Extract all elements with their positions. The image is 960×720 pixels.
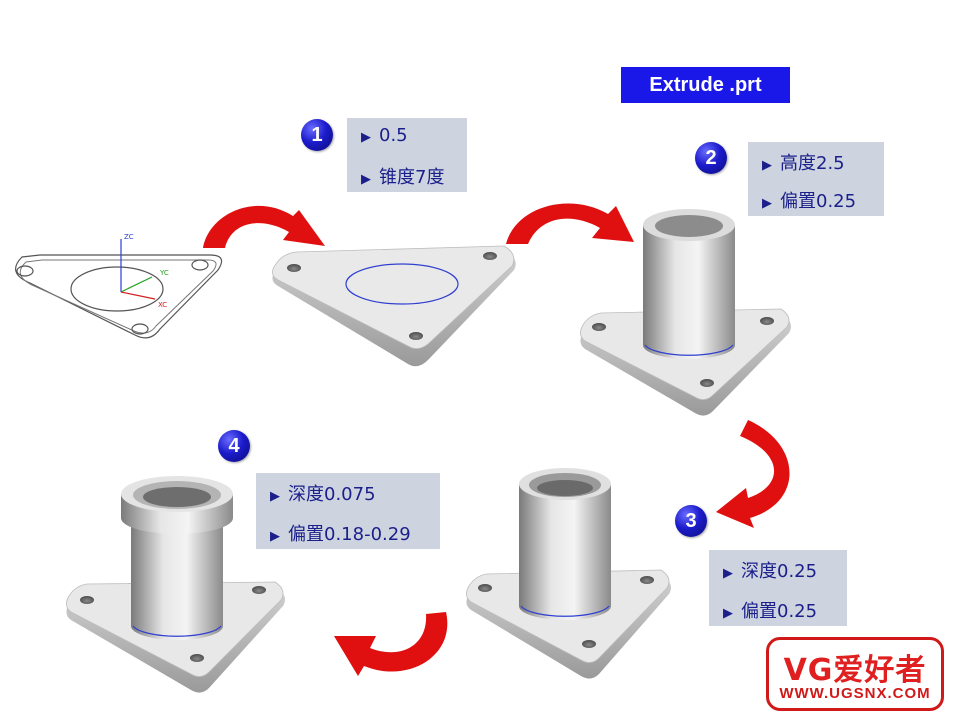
axis-y-label: YC bbox=[159, 269, 169, 277]
vg-logo: VG爱好者 WWW.UGSNX.COM bbox=[766, 637, 944, 711]
arrow-sketch-to-step1 bbox=[203, 205, 325, 248]
step-2-badge: 2 bbox=[695, 142, 727, 174]
step-4-solid bbox=[66, 476, 285, 693]
bullet-triangle-icon: ▶ bbox=[361, 130, 371, 145]
step-3-params: ▶深度0.25 ▶偏置0.25 bbox=[709, 550, 847, 626]
step-1-params: ▶0.5 ▶锥度7度 bbox=[347, 118, 467, 192]
step-1-solid bbox=[272, 245, 516, 367]
step-1-badge: 1 bbox=[301, 119, 333, 151]
bullet-triangle-icon: ▶ bbox=[270, 489, 280, 504]
step-2-param-1: ▶高度2.5 bbox=[762, 153, 845, 174]
step-2-params: ▶高度2.5 ▶偏置0.25 bbox=[748, 142, 884, 216]
logo-url: WWW.UGSNX.COM bbox=[779, 685, 931, 702]
logo-title: VG爱好者 bbox=[783, 653, 927, 688]
step-3-badge: 3 bbox=[675, 505, 707, 537]
step-4-param-1: ▶深度0.075 bbox=[270, 484, 376, 505]
step-2-param-2: ▶偏置0.25 bbox=[762, 191, 857, 212]
bullet-triangle-icon: ▶ bbox=[270, 529, 280, 544]
bullet-triangle-icon: ▶ bbox=[361, 172, 371, 187]
bullet-triangle-icon: ▶ bbox=[723, 606, 733, 621]
step-3-param-1: ▶深度0.25 bbox=[723, 561, 818, 582]
axis-z-label: ZC bbox=[124, 233, 134, 241]
step-4-badge: 4 bbox=[218, 430, 250, 462]
sketch-profile: ZC YC XC bbox=[15, 233, 223, 339]
arrow-step2-to-step3 bbox=[716, 420, 790, 528]
bullet-triangle-icon: ▶ bbox=[723, 566, 733, 581]
bullet-triangle-icon: ▶ bbox=[762, 196, 772, 211]
step-2-solid bbox=[580, 209, 791, 416]
step-3-param-2: ▶偏置0.25 bbox=[723, 601, 818, 622]
arrow-step1-to-step2 bbox=[506, 203, 634, 244]
step-4-param-2: ▶偏置0.18-0.29 bbox=[270, 524, 411, 545]
axis-x-label: XC bbox=[158, 301, 167, 309]
arrow-step3-to-step4 bbox=[334, 612, 448, 676]
step-1-param-1: ▶0.5 bbox=[361, 125, 408, 146]
step-4-params: ▶深度0.075 ▶偏置0.18-0.29 bbox=[256, 473, 440, 549]
bullet-triangle-icon: ▶ bbox=[762, 158, 772, 173]
step-3-solid bbox=[466, 468, 671, 679]
diagram-title: Extrude .prt bbox=[621, 67, 790, 103]
step-1-param-2: ▶锥度7度 bbox=[361, 167, 445, 188]
